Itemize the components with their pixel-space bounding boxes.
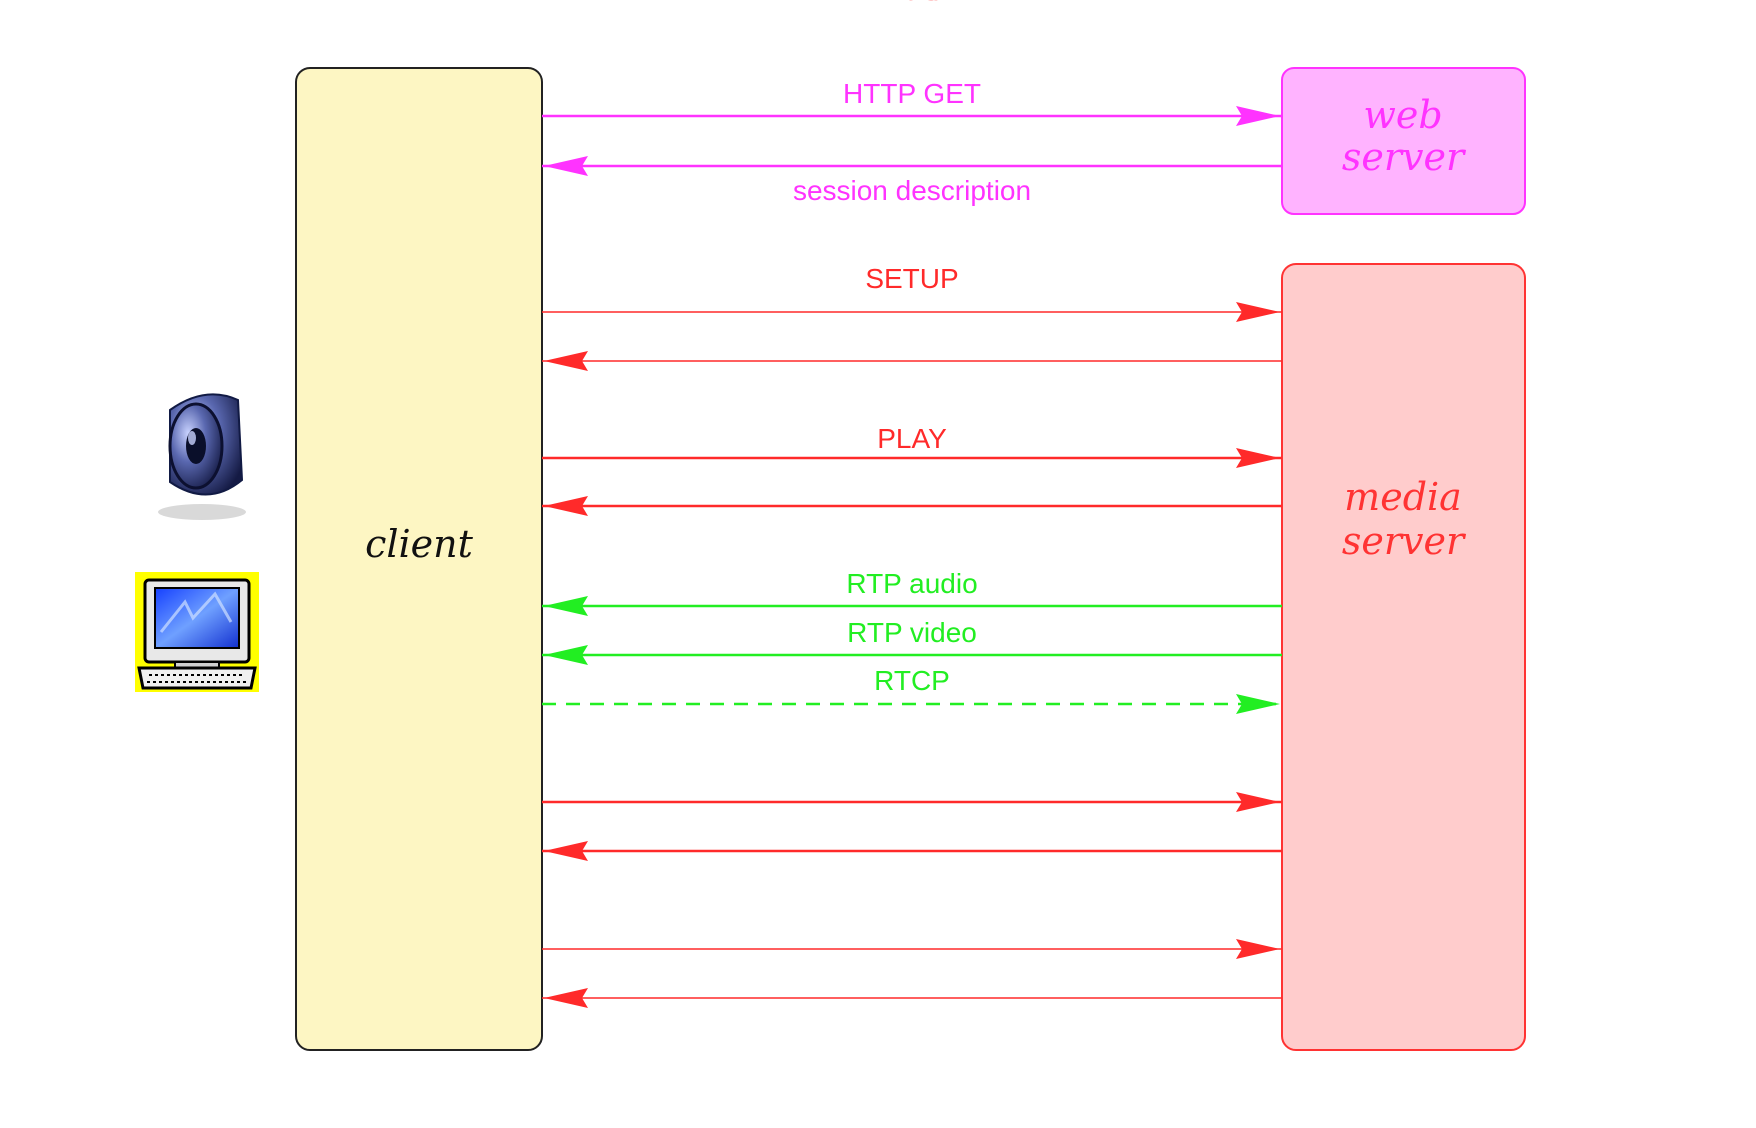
web-server-label-line-2: server <box>1342 135 1467 179</box>
message-label: RTCP <box>874 665 950 696</box>
message-teardown-reply <box>542 988 1282 1008</box>
arrow-head-icon <box>1236 694 1280 714</box>
message-label: TEARDOWN <box>830 0 993 6</box>
arrow-head-icon <box>544 596 588 616</box>
arrow-head-icon <box>544 351 588 371</box>
arrow-head-icon <box>1236 448 1280 468</box>
arrow-head-icon <box>1236 792 1280 812</box>
message-play-reply <box>542 496 1282 516</box>
message-label: RTP audio <box>846 568 977 599</box>
arrow-head-icon <box>544 645 588 665</box>
web-server-label-line-1: web <box>1363 93 1442 137</box>
message-rtcp: RTCP <box>542 665 1282 714</box>
message-pause-reply <box>542 841 1282 861</box>
media-server-label-line-1: media <box>1344 475 1462 519</box>
message-pause-request: PAUSE <box>542 0 1282 812</box>
message-label: RTP video <box>847 617 977 648</box>
message-label: PLAY <box>877 423 947 454</box>
message-label: HTTP GET <box>843 78 981 109</box>
message-http-get: HTTP GET <box>542 78 1282 126</box>
arrow-head-icon <box>544 156 588 176</box>
message-session-description: session description <box>542 156 1282 206</box>
arrow-head-icon <box>1236 302 1280 322</box>
web-server-box: web server <box>1281 67 1526 215</box>
message-setup-reply <box>542 351 1282 371</box>
message-setup-request: SETUP <box>542 263 1282 322</box>
message-label: SETUP <box>865 263 958 294</box>
arrow-head-icon <box>544 841 588 861</box>
arrow-head-icon <box>1236 106 1280 126</box>
client-box: client <box>295 67 543 1051</box>
message-rtp-audio: RTP audio <box>542 568 1282 616</box>
message-rtp-video: RTP video <box>542 617 1282 665</box>
arrow-head-icon <box>1236 939 1280 959</box>
computer-icon <box>135 572 259 692</box>
speaker-icon <box>158 393 246 520</box>
message-teardown-request: TEARDOWN <box>542 0 1282 959</box>
arrow-head-icon <box>544 988 588 1008</box>
message-label: PAUSE <box>866 0 959 6</box>
media-server-box: media server <box>1281 263 1526 1051</box>
message-label: session description <box>793 175 1031 206</box>
arrow-head-icon <box>544 496 588 516</box>
client-label: client <box>365 522 474 566</box>
message-play-request: PLAY <box>542 423 1282 468</box>
media-server-label-line-2: server <box>1342 519 1467 563</box>
